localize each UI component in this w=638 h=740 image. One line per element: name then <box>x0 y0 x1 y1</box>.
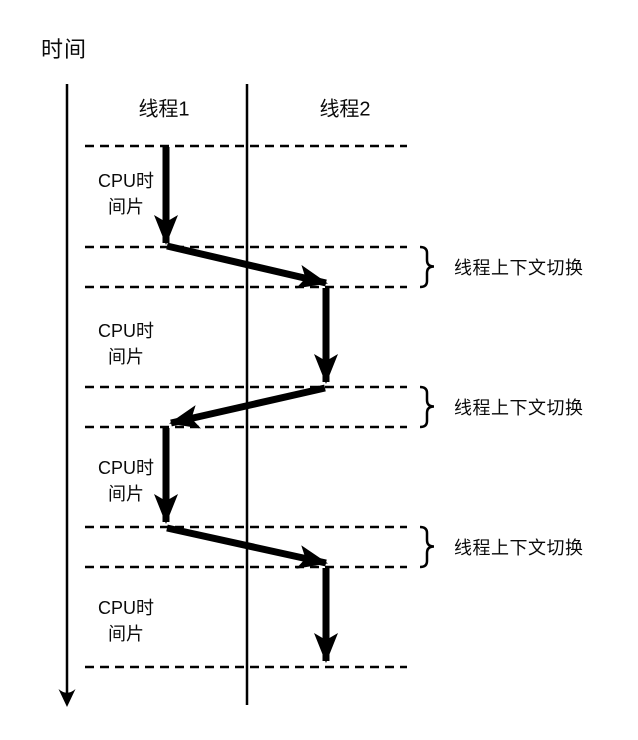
slice-boundary-lines <box>85 144 407 669</box>
switch-to-thread2-arrow-2 <box>166 524 328 569</box>
context-switch-label-2: 线程上下文切换 <box>454 398 584 418</box>
cpu-timeslice-label-4-line1: CPU时 <box>97 598 154 618</box>
execution-flow-arrows <box>154 147 338 663</box>
time-axis-arrowhead <box>58 689 76 707</box>
context-switch-brace-1 <box>419 245 435 289</box>
cpu-timeslice-label-1-line2: 间片 <box>108 197 144 217</box>
column-header-thread2: 线程2 <box>319 98 371 121</box>
switch-to-thread1-arrow <box>169 384 326 429</box>
time-axis-label: 时间 <box>41 37 88 62</box>
cpu-timeslice-label-2-line2: 间片 <box>108 347 144 367</box>
cpu-timeslice-label-4: CPU时 间片 <box>76 595 176 647</box>
cpu-timeslice-label-1: CPU时 间片 <box>76 168 176 220</box>
column-header-thread1: 线程1 <box>138 98 190 121</box>
context-switch-brace-3 <box>419 525 435 569</box>
cpu-timeslice-label-3: CPU时 间片 <box>76 455 176 507</box>
cpu-timeslice-label-2-line1: CPU时 <box>97 321 154 341</box>
cpu-timeslice-label-2: CPU时 间片 <box>76 318 176 370</box>
switch-to-thread2-arrow-1 <box>166 242 328 289</box>
cpu-timeslice-label-4-line2: 间片 <box>108 624 144 644</box>
context-switch-label-1: 线程上下文切换 <box>454 258 584 278</box>
cpu-timeslice-label-3-line1: CPU时 <box>97 458 154 478</box>
cpu-timeslice-label-1-line1: CPU时 <box>97 171 154 191</box>
context-switch-label-3: 线程上下文切换 <box>454 538 584 558</box>
cpu-timeslice-label-3-line2: 间片 <box>108 484 144 504</box>
context-switch-braces <box>419 245 435 569</box>
context-switch-brace-2 <box>419 385 435 429</box>
